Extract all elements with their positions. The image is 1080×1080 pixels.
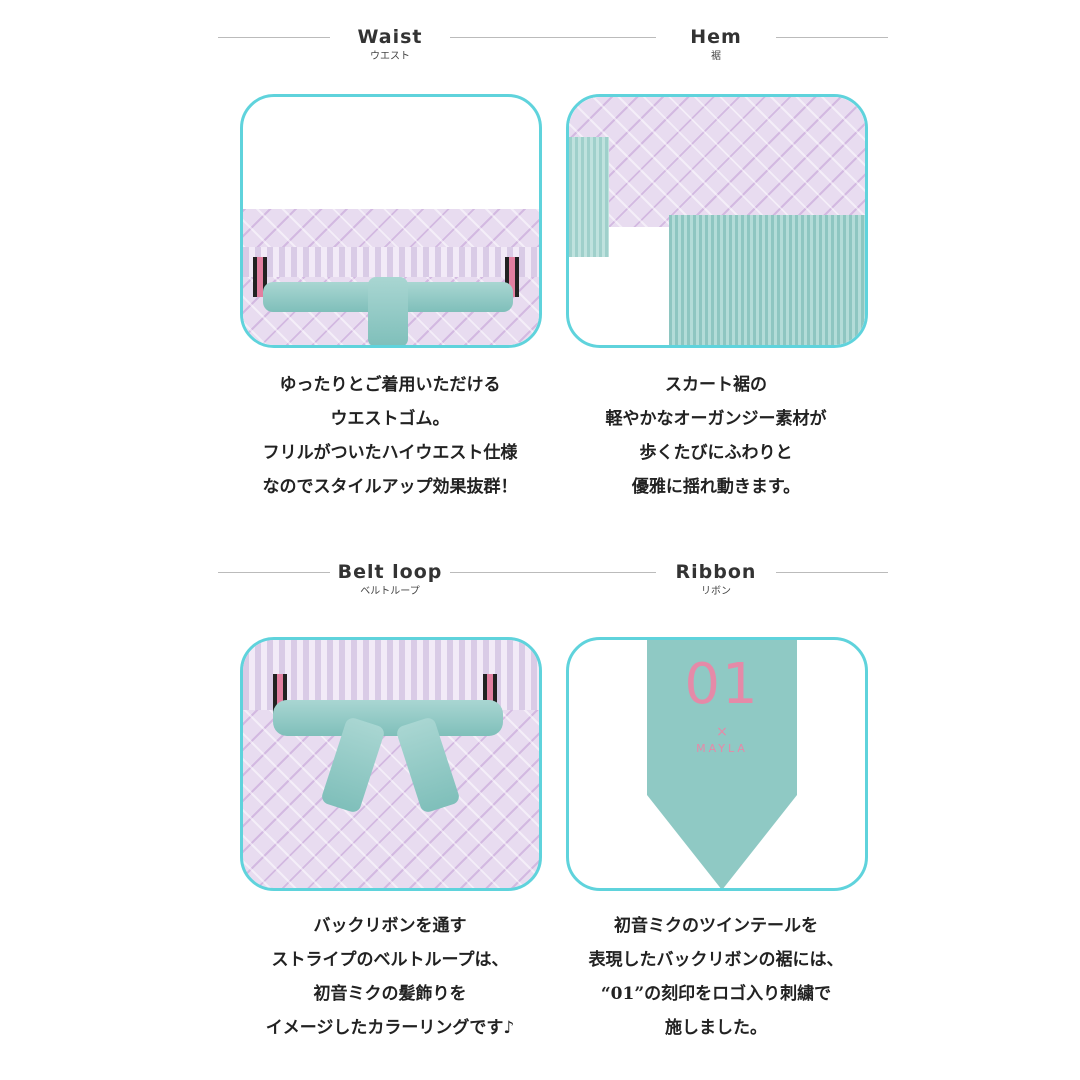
desc-line: ウエストゴム。 [330, 409, 450, 429]
desc-line: 初音ミクのツインテールを [614, 916, 818, 936]
desc-line: “01”の刻印をロゴ入り刺繍で [600, 984, 832, 1004]
desc-line: 歩くたびにふわりと [639, 443, 793, 463]
desc-line: ストライプのベルトループは、 [271, 950, 509, 970]
divider [544, 572, 656, 573]
desc-line: ゆったりとご着用いただける [279, 375, 501, 395]
desc-line: なのでスタイルアップ効果抜群！ [262, 477, 518, 497]
divider [544, 37, 656, 38]
desc-line: 表現したバックリボンの裾には、 [588, 950, 844, 970]
section-subtitle: リボン [701, 586, 731, 597]
desc-line: フリルがついたハイウエスト仕様 [262, 443, 518, 463]
section-header: Ribbon リボン [544, 559, 888, 619]
section-description: 初音ミクのツインテールを 表現したバックリボンの裾には、 “01”の刻印をロゴ入… [536, 909, 896, 1045]
section-description: ゆったりとご着用いただける ウエストゴム。 フリルがついたハイウエスト仕様 なの… [210, 368, 570, 504]
section-subtitle: 裾 [711, 51, 721, 62]
divider [218, 37, 330, 38]
divider [450, 37, 562, 38]
section-waist: Waist ウエスト ゆったりとご着用いただける ウエストゴム。 フリルがついた… [218, 24, 562, 497]
section-subtitle: ウエスト [370, 51, 410, 62]
embroidery-number: 01 [684, 652, 760, 717]
section-hem: Hem 裾 スカート裾の 軽やかなオーガンジー素材が 歩くたびにふわりと 優雅に… [544, 24, 888, 497]
section-title: Hem [690, 26, 742, 48]
desc-line: 軽やかなオーガンジー素材が [605, 409, 827, 429]
section-title: Belt loop [337, 561, 443, 583]
section-title: Waist [357, 26, 423, 48]
ribbon-photo: 01 × MAYLA [566, 637, 868, 891]
section-header: Belt loop ベルトループ [218, 559, 562, 619]
section-description: バックリボンを通す ストライプのベルトループは、 初音ミクの髪飾りを イメージし… [210, 909, 570, 1045]
desc-line: イメージしたカラーリングです♪ [265, 1018, 515, 1038]
embroidery-x: × [716, 724, 728, 740]
section-description: スカート裾の 軽やかなオーガンジー素材が 歩くたびにふわりと 優雅に揺れ動きます… [536, 368, 896, 504]
desc-line: 優雅に揺れ動きます。 [631, 477, 801, 497]
section-ribbon: Ribbon リボン 01 × MAYLA 初音ミクのツインテールを 表現したバ… [544, 559, 888, 1038]
divider [776, 572, 888, 573]
section-belt-loop: Belt loop ベルトループ バックリボンを通す ストライプのベルトループは… [218, 559, 562, 1038]
section-header: Hem 裾 [544, 24, 888, 84]
belt-loop-photo [240, 637, 542, 891]
desc-line: 施しました。 [665, 1018, 767, 1038]
hem-photo [566, 94, 868, 348]
divider [218, 572, 330, 573]
divider [450, 572, 562, 573]
desc-line: 初音ミクの髪飾りを [313, 984, 467, 1004]
divider [776, 37, 888, 38]
desc-line: バックリボンを通す [313, 916, 467, 936]
section-header: Waist ウエスト [218, 24, 562, 84]
section-subtitle: ベルトループ [360, 586, 420, 597]
waist-photo [240, 94, 542, 348]
desc-line: スカート裾の [665, 375, 767, 395]
section-title: Ribbon [675, 561, 757, 583]
embroidery-logo: MAYLA [696, 742, 748, 755]
